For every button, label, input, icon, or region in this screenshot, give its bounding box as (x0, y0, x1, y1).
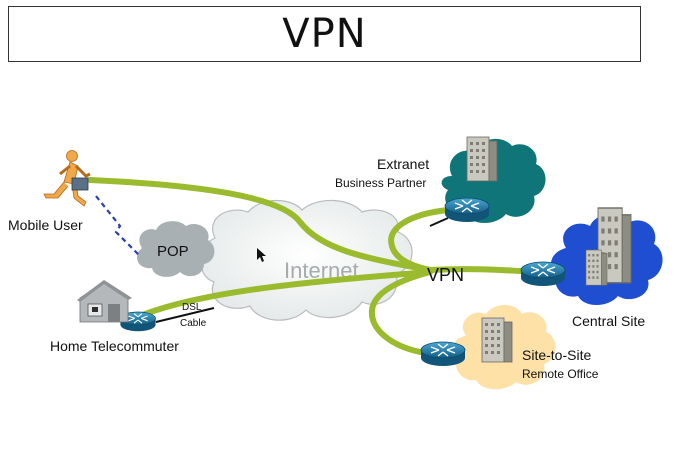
business-partner-label: Business Partner (335, 176, 426, 190)
tunnel-extranet (388, 207, 451, 273)
cable-label: Cable (180, 318, 207, 329)
extranet-router-icon (444, 197, 490, 223)
remote-office-building-icon (481, 317, 513, 363)
page-title: VPN (282, 11, 367, 57)
home-telecommuter-label: Home Telecommuter (50, 338, 179, 354)
pop-cloud (137, 221, 215, 277)
dsl-label: DSL (182, 302, 202, 313)
remote-office-label: Remote Office (522, 367, 599, 381)
tunnel-home (137, 269, 433, 319)
vpn-tunnels (87, 177, 523, 355)
mouse-cursor-icon (257, 248, 266, 262)
central-router-icon (520, 261, 566, 287)
tunnel-remote (368, 269, 433, 355)
person-running-icon (43, 150, 91, 207)
extranet-building-icon (466, 136, 498, 182)
tunnel-mobile (87, 177, 433, 273)
pop-label: POP (157, 243, 189, 260)
title-box: VPN (8, 6, 641, 62)
mobile-user-label: Mobile User (8, 217, 83, 233)
central-site-label: Central Site (572, 313, 645, 329)
dsl-line (155, 307, 215, 323)
tunnel-central (427, 266, 523, 274)
dial-up-line (95, 195, 141, 257)
house-icon (77, 280, 132, 323)
extranet-link (429, 217, 449, 227)
vpn-label: VPN (427, 265, 464, 285)
extranet-label: Extranet (377, 156, 429, 172)
remote-router-icon (420, 341, 466, 367)
site-to-site-label: Site-to-Site (522, 347, 591, 363)
